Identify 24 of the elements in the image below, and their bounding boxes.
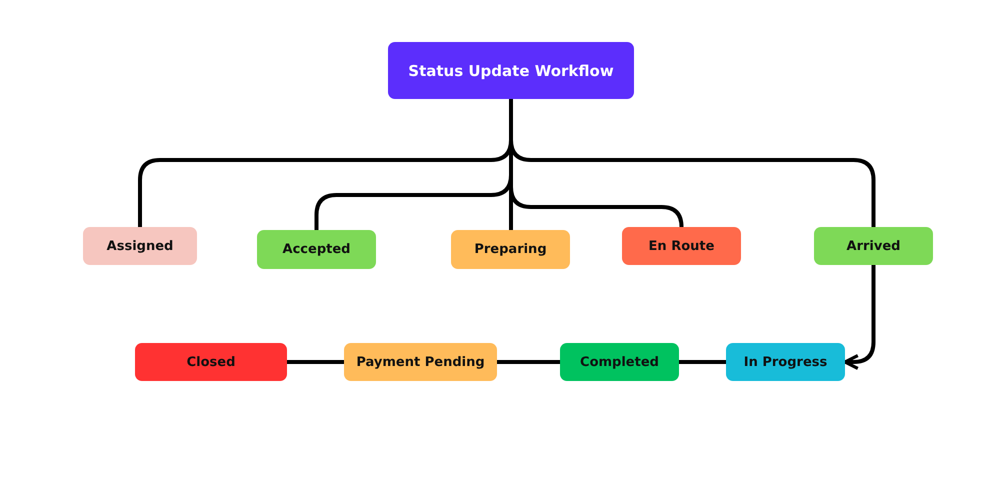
status-label: Accepted xyxy=(282,242,350,257)
connector-line xyxy=(497,360,560,364)
status-label: In Progress xyxy=(744,354,828,370)
arrow xyxy=(843,265,876,370)
connector-line xyxy=(287,360,344,364)
status-box xyxy=(135,343,287,381)
status-box xyxy=(726,343,845,381)
connector-line xyxy=(679,360,726,364)
status-box xyxy=(451,230,570,269)
title-box xyxy=(388,42,634,99)
status-label: Preparing xyxy=(474,242,547,257)
status-label: Completed xyxy=(580,354,659,370)
title-text: Status Update Workflow xyxy=(408,62,614,80)
status-box xyxy=(83,227,197,265)
status-box xyxy=(622,227,741,265)
status-box xyxy=(344,343,497,381)
status-box xyxy=(560,343,679,381)
status-label: Closed xyxy=(186,354,236,370)
status-box xyxy=(257,230,376,269)
status-label: Arrived xyxy=(846,238,900,254)
status-box xyxy=(814,227,933,265)
status-label: Payment Pending xyxy=(356,354,485,370)
status-label: En Route xyxy=(648,238,714,254)
status-label: Assigned xyxy=(106,238,174,254)
